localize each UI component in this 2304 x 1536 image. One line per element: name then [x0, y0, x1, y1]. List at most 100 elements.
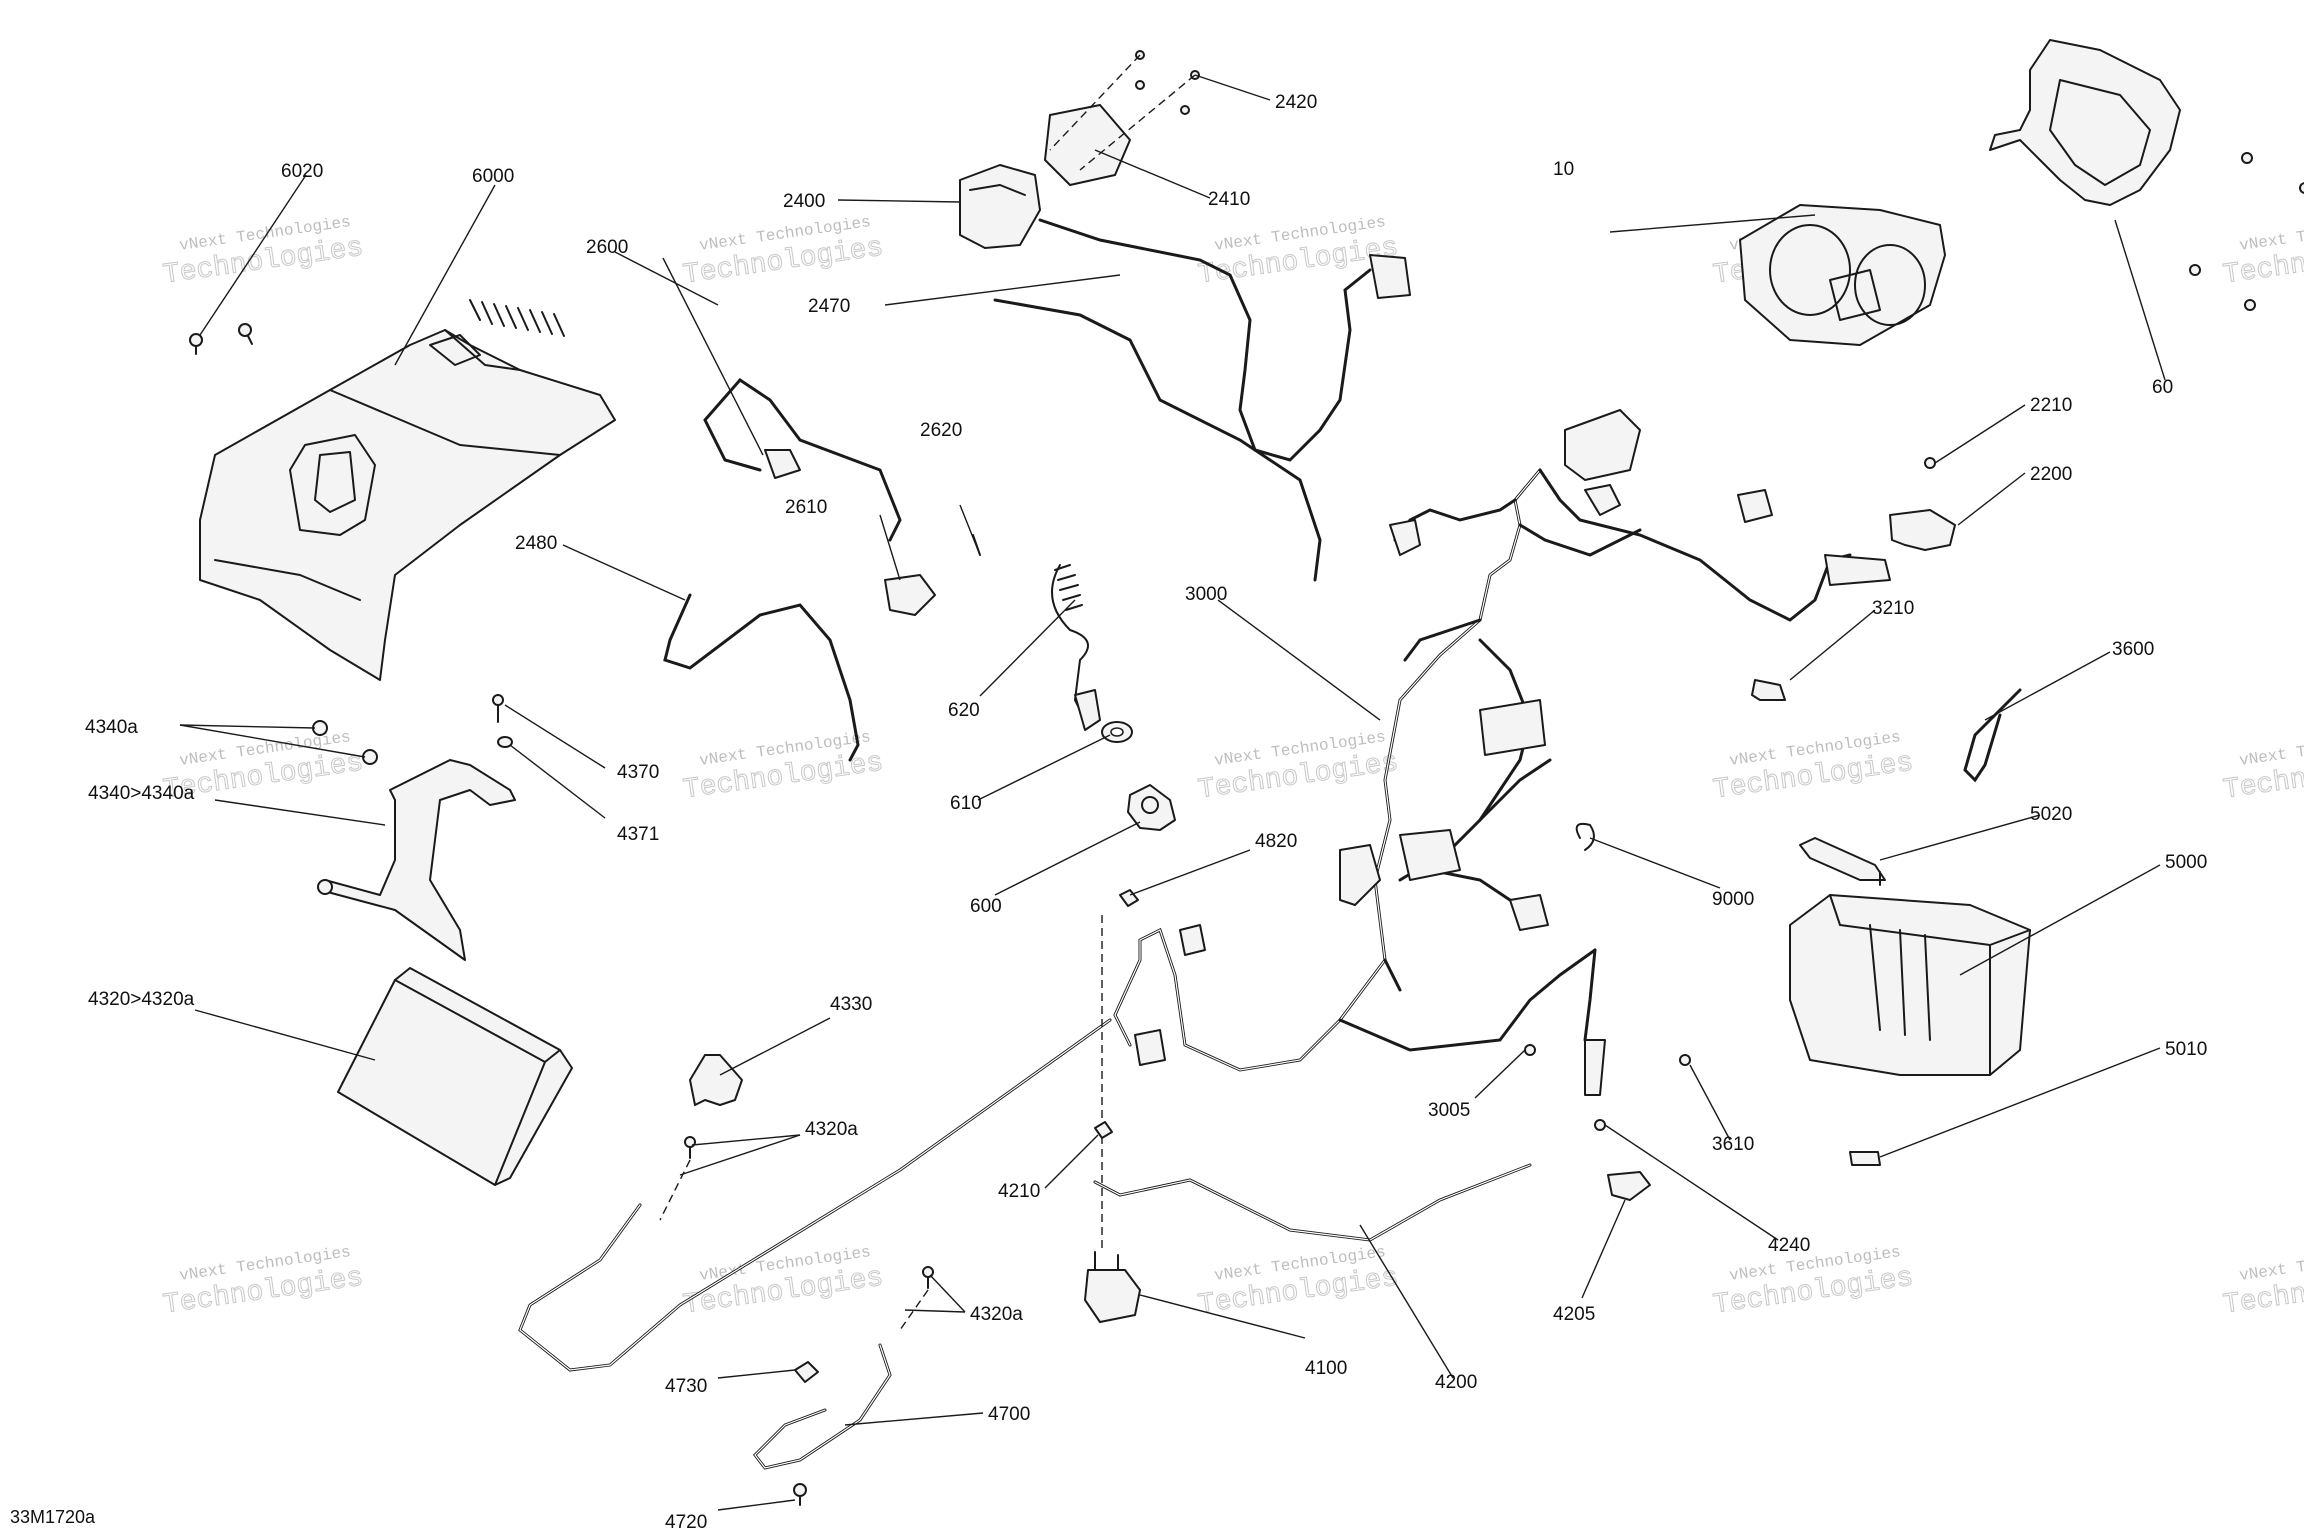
callout-10: 10 [1553, 159, 1574, 180]
watermark: vNext Technologies Technologies [1196, 728, 1401, 807]
part-5020-bracket [1799, 837, 1886, 886]
part-4340-bracket [312, 720, 516, 961]
callout-3600: 3600 [2112, 639, 2154, 660]
callout-2410: 2410 [1208, 189, 1250, 210]
callout-2200: 2200 [2030, 464, 2072, 485]
callout-9000: 9000 [1712, 889, 1754, 910]
callout-5020: 5020 [2030, 804, 2072, 825]
callout-3610: 3610 [1712, 1134, 1754, 1155]
watermark: vNext Technologies Technologies [1196, 213, 1401, 292]
svg-text:vNext Technologies: vNext Technologies [2238, 213, 2304, 255]
callout-600: 600 [970, 896, 1002, 917]
callout-4820: 4820 [1255, 831, 1297, 852]
part-610-ring [1101, 721, 1133, 743]
callout-4720: 4720 [665, 1512, 707, 1533]
callout-4210: 4210 [998, 1181, 1040, 1202]
callout-6000: 6000 [472, 166, 514, 187]
part-60-bracket [1989, 39, 2304, 311]
callout-2600: 2600 [586, 237, 628, 258]
part-4320-battery [337, 967, 573, 1186]
part-2610-knob [884, 574, 936, 616]
callout-4340a: 4340a [85, 717, 138, 738]
part-3610-screw [1679, 1054, 1691, 1066]
part-ground-cable [518, 1018, 1112, 1372]
part-620-lanyard [1051, 564, 1101, 731]
callout-4320a-2: 4320a [970, 1304, 1023, 1325]
watermark: vNext Technologies Technologies [2221, 213, 2304, 292]
callout-5000: 5000 [2165, 852, 2207, 873]
svg-text:vNext Technologies: vNext Technologies [2238, 1243, 2304, 1285]
part-2480-cable [663, 593, 860, 762]
callout-2610: 2610 [785, 497, 827, 518]
callout-4200: 4200 [1435, 1372, 1477, 1393]
part-600-keyswitch [1127, 784, 1176, 831]
callout-620: 620 [948, 700, 980, 721]
callout-4320-4320a: 4320>4320a [88, 989, 195, 1010]
part-3000-harness [1113, 409, 1891, 1096]
part-5000-module [1789, 894, 2031, 1076]
callout-3000: 3000 [1185, 584, 1227, 605]
callout-60: 60 [2152, 377, 2173, 398]
watermark: vNext Technologies Technologies [2221, 1243, 2304, 1322]
part-4730-nut [794, 1361, 819, 1383]
part-9000-clip [1575, 822, 1595, 851]
part-4720-bolt [793, 1483, 807, 1506]
part-4210-nut [1094, 1121, 1113, 1139]
part-4320a-screws [659, 1136, 934, 1331]
watermark: vNext Technologies Technologies [1711, 1243, 1916, 1322]
part-5010-tab [1849, 1151, 1881, 1166]
callout-2210: 2210 [2030, 395, 2072, 416]
part-2200-sensor [1889, 509, 1956, 551]
part-3210-sensor [1751, 679, 1786, 701]
reference-code: 33M1720a [10, 1507, 96, 1527]
part-4330-cover [689, 1054, 743, 1106]
callout-2480: 2480 [515, 533, 557, 554]
callout-4370: 4370 [617, 762, 659, 783]
part-3600-cable [1963, 688, 2022, 783]
callout-4330: 4330 [830, 994, 872, 1015]
watermark: vNext Technologies Technologies [2221, 728, 2304, 807]
callout-labels: 6020 6000 2600 2400 2410 2420 2470 10 60… [10, 92, 2207, 1533]
callout-2620: 2620 [920, 420, 962, 441]
watermark: vNext Technologies Technologies [681, 728, 886, 807]
part-10-gauge [1739, 204, 1946, 346]
part-4205-boot [1607, 1171, 1651, 1201]
part-4100-relay [1084, 915, 1141, 1323]
callout-4700: 4700 [988, 1404, 1030, 1425]
callout-4205: 4205 [1553, 1304, 1595, 1325]
callout-5010: 5010 [2165, 1039, 2207, 1060]
part-6000-cover [199, 299, 616, 681]
callout-4240: 4240 [1768, 1235, 1810, 1256]
watermark: vNext Technologies Technologies [681, 213, 886, 292]
watermark: vNext Technologies Technologies [1196, 1243, 1401, 1322]
part-2600-switch [703, 378, 902, 542]
callout-3210: 3210 [1872, 598, 1914, 619]
callout-4340-4340a: 4340>4340a [88, 783, 195, 804]
part-4820-nut [1119, 889, 1139, 907]
part-2470-wire [993, 298, 1322, 582]
callout-2470: 2470 [808, 296, 850, 317]
part-4240-screw [1594, 1119, 1606, 1131]
callout-4730: 4730 [665, 1376, 707, 1397]
part-2410-cover [1044, 104, 1131, 186]
watermark: vNext Technologies Technologies [1711, 728, 1916, 807]
part-4200-cable [1093, 1163, 1532, 1242]
callout-4320a-1: 4320a [805, 1119, 858, 1140]
part-4700-cable [753, 1343, 892, 1470]
svg-text:vNext Technologies: vNext Technologies [2238, 728, 2304, 770]
part-2210-screw [1924, 457, 1936, 469]
part-4370-bolt [492, 694, 513, 748]
callout-610: 610 [950, 793, 982, 814]
callout-4100: 4100 [1305, 1358, 1347, 1379]
callout-2420: 2420 [1275, 92, 1317, 113]
watermark: vNext Technologies Technologies [681, 1243, 886, 1322]
part-2400-switch [959, 164, 1411, 462]
watermark: vNext Technologies Technologies [161, 1243, 366, 1322]
part-3005-screw [1524, 1044, 1536, 1056]
callout-6020: 6020 [281, 161, 323, 182]
callout-3005: 3005 [1428, 1100, 1470, 1121]
callout-4371: 4371 [617, 824, 659, 845]
callout-2400: 2400 [783, 191, 825, 212]
part-6020-screws [189, 323, 253, 355]
